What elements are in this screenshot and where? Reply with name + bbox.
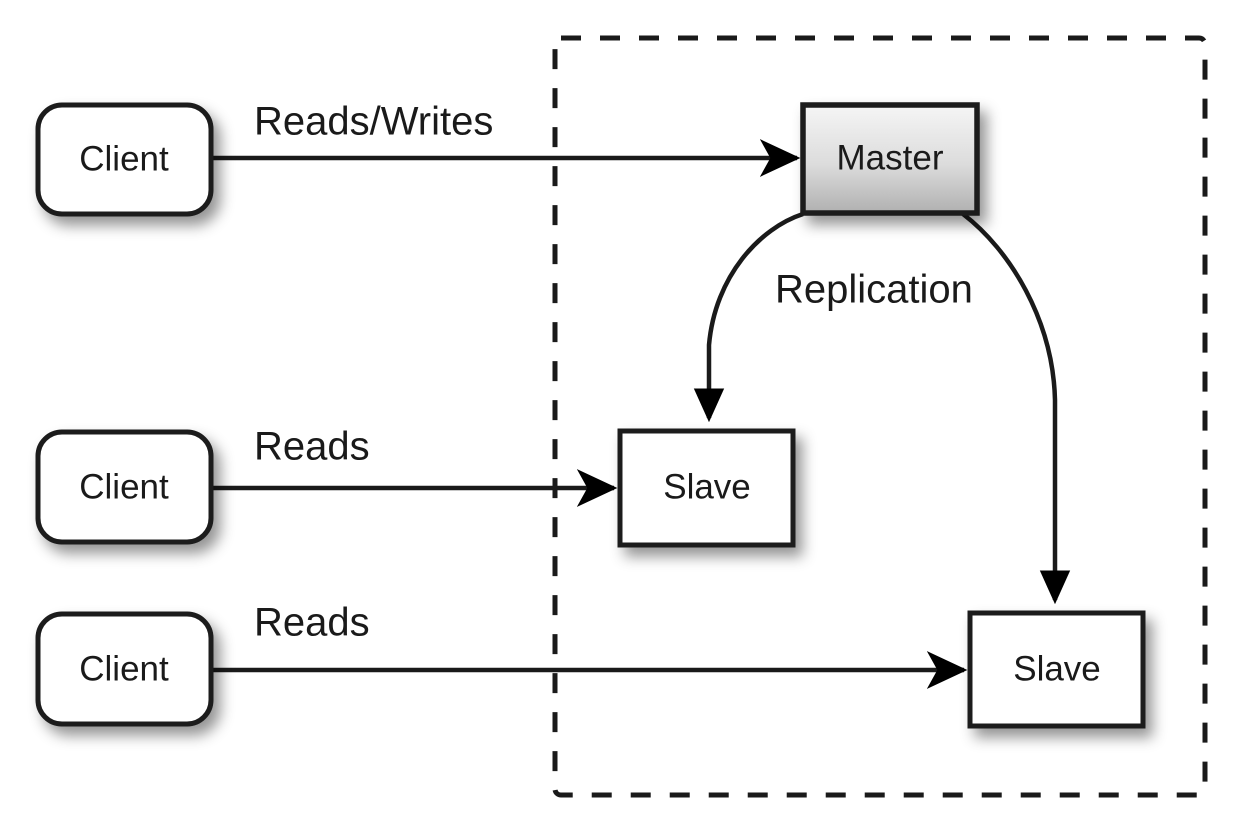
edge-label-replication: Replication — [775, 268, 973, 312]
slave-bottom-label: Slave — [1013, 649, 1101, 688]
slave-top-label: Slave — [663, 467, 751, 506]
slave-bottom-box[interactable] — [967, 610, 1146, 729]
node-slave-bottom[interactable]: Slave — [967, 610, 1146, 729]
node-client-bottom[interactable]: Client — [35, 611, 214, 727]
database-cluster-boundary — [552, 35, 1208, 798]
client-bottom-label: Client — [79, 649, 169, 688]
node-master[interactable]: Master — [800, 102, 980, 216]
client-top-label: Client — [79, 139, 169, 178]
edge-master-to-slave-bottom-replication — [961, 212, 1071, 605]
edge-label-reads-writes: Reads/Writes — [254, 100, 493, 144]
client-middle-label: Client — [79, 467, 169, 506]
client-top-box[interactable] — [35, 102, 214, 217]
node-client-middle[interactable]: Client — [35, 429, 214, 545]
edge-label-reads-bottom: Reads — [254, 601, 370, 645]
edge-master-to-slave-top-replication — [693, 211, 804, 423]
client-middle-box[interactable] — [35, 429, 214, 545]
master-box[interactable] — [800, 102, 980, 216]
slave-top-box[interactable] — [617, 428, 796, 548]
node-slave-top[interactable]: Slave — [617, 428, 796, 548]
edge-label-reads-middle: Reads — [254, 425, 370, 469]
node-client-top[interactable]: Client — [35, 102, 214, 217]
master-label: Master — [837, 138, 944, 177]
client-bottom-box[interactable] — [35, 611, 214, 727]
